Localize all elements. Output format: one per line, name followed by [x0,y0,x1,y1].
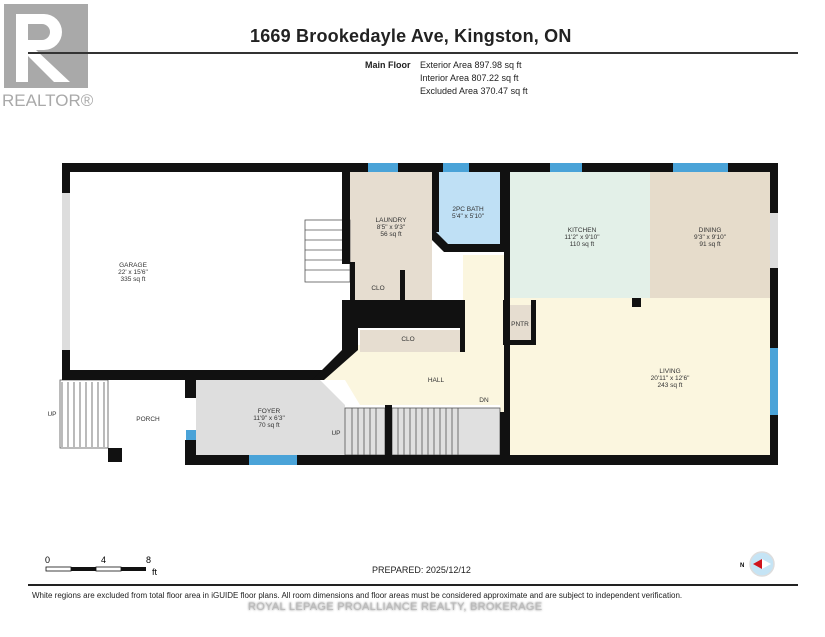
kitchen-name: KITCHEN [568,227,597,234]
porch-label: PORCH [136,416,160,423]
header-divider [28,52,798,54]
kitchen-dims: 11'2" x 9'10" [564,234,600,241]
compass-north-label: N [740,563,744,569]
garage-name: GARAGE [119,262,147,269]
foyer-dims: 11'9" x 6'3" [253,415,285,422]
dining-door [770,213,778,268]
bath-name: 2PC BATH [452,206,484,213]
laundry-area: 56 sq ft [380,231,402,238]
exterior-area: Exterior Area 897.98 sq ft [420,60,522,70]
foyer-area: 70 sq ft [258,422,280,429]
kitchen-room [510,172,650,298]
closet-laundry-label: CLO [371,285,384,292]
interior-area: Interior Area 807.22 sq ft [420,73,519,83]
brokerage-watermark: ROYAL LEPAGE PROALLIANCE REALTY, BROKERA… [248,601,543,613]
scale-tick-8: 8 [146,555,151,565]
dining-area: 91 sq ft [699,241,721,248]
closet-laundry [357,270,402,300]
porch-stairs-up: UP [47,411,56,418]
floor-plan: GARAGE 22' x 15'6" 335 sq ft LAUNDRY 8'5… [47,163,778,465]
closet-hall-label: CLO [401,336,414,343]
living-hall-area [320,255,770,455]
garage-dims: 22' x 15'6" [118,269,148,276]
scale-tick-4: 4 [101,555,106,565]
logo-text: REALTOR® [2,91,94,110]
stairs-down-label: DN [479,397,489,404]
dining-dims: 9'3" x 9'10" [694,234,727,241]
scale-tick-0: 0 [45,555,50,565]
footer-divider [28,584,798,586]
living-area: 243 sq ft [658,382,683,389]
laundry-dims: 8'5" x 9'3" [377,224,406,231]
foyer-room [196,380,345,455]
hall-label: HALL [428,377,445,384]
stairs-up-label: UP [331,430,340,437]
laundry-name: LAUNDRY [376,217,408,224]
foyer-name: FOYER [258,408,281,415]
dining-room [650,172,770,298]
disclaimer: White regions are excluded from total fl… [32,591,683,600]
living-dims: 20'11" x 12'6" [651,375,690,382]
scale-bar: 0 4 8 ft [45,555,158,577]
walls [62,163,778,465]
bath-dims: 5'4" x 5'10" [452,213,485,220]
scale-unit: ft [152,567,158,577]
pantry [508,305,533,340]
compass-icon: N [740,551,775,577]
excluded-area: Excluded Area 370.47 sq ft [420,86,528,96]
garage-door [62,193,70,350]
pantry-label: PNTR [511,321,529,328]
bath-room [432,172,500,248]
windows [186,163,778,465]
kitchen-area: 110 sq ft [570,241,595,248]
dining-name: DINING [699,227,722,234]
realtor-logo: REALTOR® [0,0,100,115]
floor-label: Main Floor [365,60,411,70]
garage-area: 335 sq ft [121,276,146,283]
living-name: LIVING [659,368,680,375]
page-title: 1669 Brookedayle Ave, Kingston, ON [250,26,572,46]
closet-hall [360,330,460,352]
prepared-date: PREPARED: 2025/12/12 [372,565,471,575]
